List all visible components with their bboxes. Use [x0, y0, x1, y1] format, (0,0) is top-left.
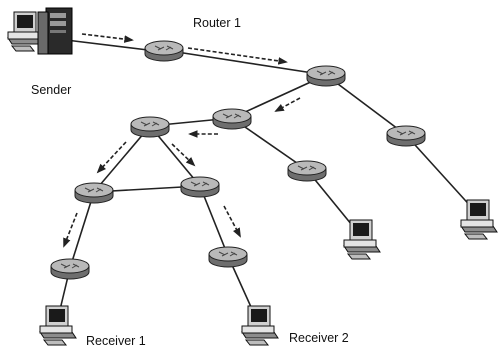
server-tower-icon: [37, 7, 73, 55]
router-icon: [287, 160, 327, 182]
link-router-left-router-a: [93, 125, 151, 193]
router-1-label: Router 1: [193, 16, 241, 30]
computer-icon: [460, 199, 498, 240]
flow-arrows: [63, 33, 301, 248]
flow-arrow: [171, 143, 196, 167]
receiver-2-computer-icon: [241, 305, 279, 346]
computer-icon: [343, 219, 381, 260]
router-icon: [74, 182, 114, 204]
hosts: [7, 7, 498, 346]
receiver-1-label: Receiver 1: [86, 334, 146, 348]
router-icon: [386, 125, 426, 147]
link-router-b-router-d: [199, 185, 229, 257]
router-icon: [306, 65, 346, 87]
link-router-east-router-far: [325, 74, 407, 136]
receiver-1-computer-icon: [39, 305, 77, 346]
router-icon: [50, 258, 90, 280]
router-icon: [180, 176, 220, 198]
flow-arrow: [81, 33, 134, 43]
flow-arrow: [63, 212, 78, 248]
flow-arrow: [223, 205, 241, 238]
router-icon: [212, 108, 252, 130]
network-links: [57, 39, 475, 319]
router-icon: [130, 116, 170, 138]
receiver-2-label: Receiver 2: [289, 331, 349, 345]
link-router-far-computer: [405, 134, 475, 211]
router-icon: [208, 246, 248, 268]
flow-arrow: [96, 141, 127, 174]
flow-arrow: [274, 97, 301, 112]
link-router-a-router-c: [69, 191, 95, 269]
sender-label: Sender: [31, 83, 71, 97]
router-1-icon: [144, 40, 184, 62]
link-sender-router1: [65, 39, 149, 51]
flow-arrow: [187, 47, 288, 65]
link-router1-router-east: [163, 49, 327, 76]
